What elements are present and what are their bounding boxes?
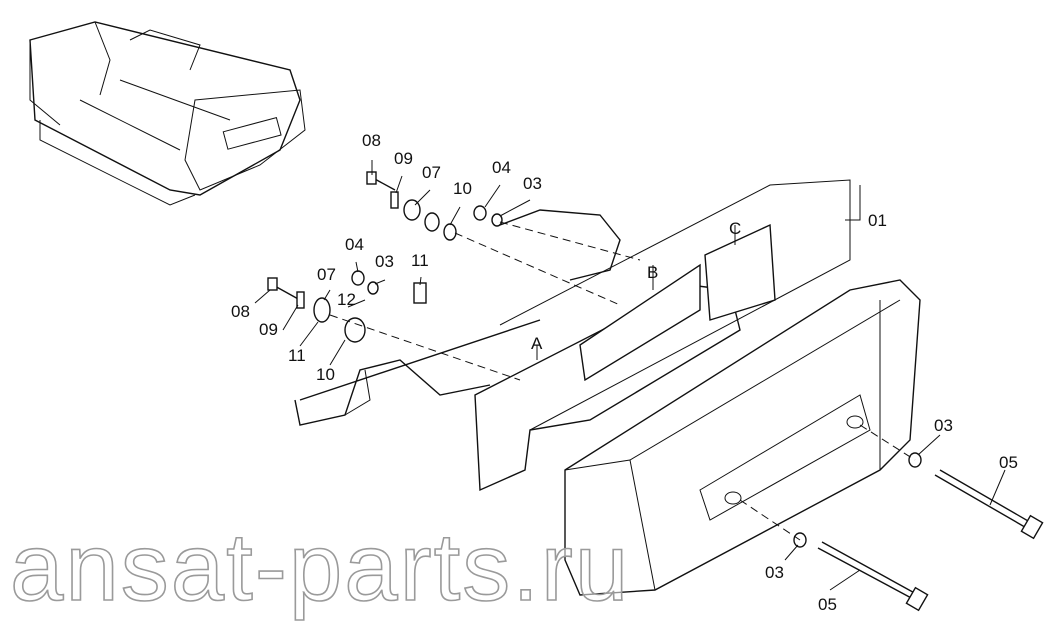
plate-b: [579, 263, 701, 382]
counterweight: [499, 179, 921, 596]
callout-05: 05: [818, 595, 837, 614]
callout-08: 08: [362, 131, 381, 150]
callout-03: 03: [375, 252, 394, 271]
callout-03: 03: [765, 563, 784, 582]
callout-c: C: [729, 219, 741, 238]
callout-a: A: [531, 334, 543, 353]
callout-10: 10: [453, 179, 472, 198]
plate-a: [474, 284, 741, 492]
callout-04: 04: [345, 235, 364, 254]
callout-labels: 08 09 07 10 04 03 01 C B 04 03 07 11 12 …: [231, 131, 1018, 614]
callout-11: 11: [411, 251, 429, 270]
callout-08: 08: [231, 302, 250, 321]
bolts: [739, 424, 1044, 612]
callout-07: 07: [317, 265, 336, 284]
callout-03: 03: [934, 416, 953, 435]
callout-10: 10: [316, 365, 335, 384]
callout-09: 09: [259, 320, 278, 339]
callout-07: 07: [422, 163, 441, 182]
callout-01: 01: [868, 211, 887, 230]
leader-lines: [254, 160, 1006, 591]
callout-12: 12: [337, 290, 356, 309]
watermark: ansat-parts.ru: [10, 514, 630, 621]
callout-04: 04: [492, 158, 511, 177]
callout-11: 11: [288, 346, 306, 365]
callout-b: B: [647, 263, 658, 282]
callout-05: 05: [999, 453, 1018, 472]
excavator-overview-illustration: [29, 21, 306, 206]
callout-03: 03: [523, 174, 542, 193]
callout-09: 09: [394, 149, 413, 168]
